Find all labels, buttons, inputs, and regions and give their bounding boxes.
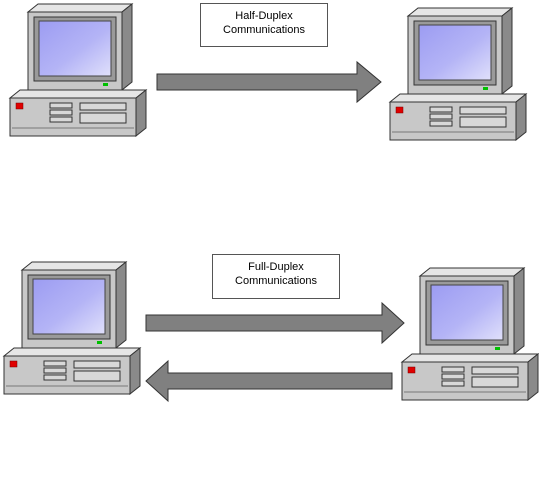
computer-full-left <box>3 261 141 395</box>
full-duplex-label-line2: Communications <box>235 275 317 287</box>
half-duplex-label-line1: Half-Duplex <box>235 10 293 22</box>
half-duplex-label-line2: Communications <box>223 24 305 36</box>
arrow-left-icon <box>145 359 393 403</box>
arrow-right-icon <box>145 301 405 345</box>
computer-half-left <box>9 3 147 137</box>
arrow-right-icon <box>156 60 382 104</box>
full-duplex-label-line1: Full-Duplex <box>248 261 304 273</box>
computer-full-right <box>401 267 539 401</box>
full-duplex-label: Full-Duplex Communications <box>212 254 340 299</box>
computer-half-right <box>389 7 527 141</box>
half-duplex-label: Half-Duplex Communications <box>200 3 328 47</box>
